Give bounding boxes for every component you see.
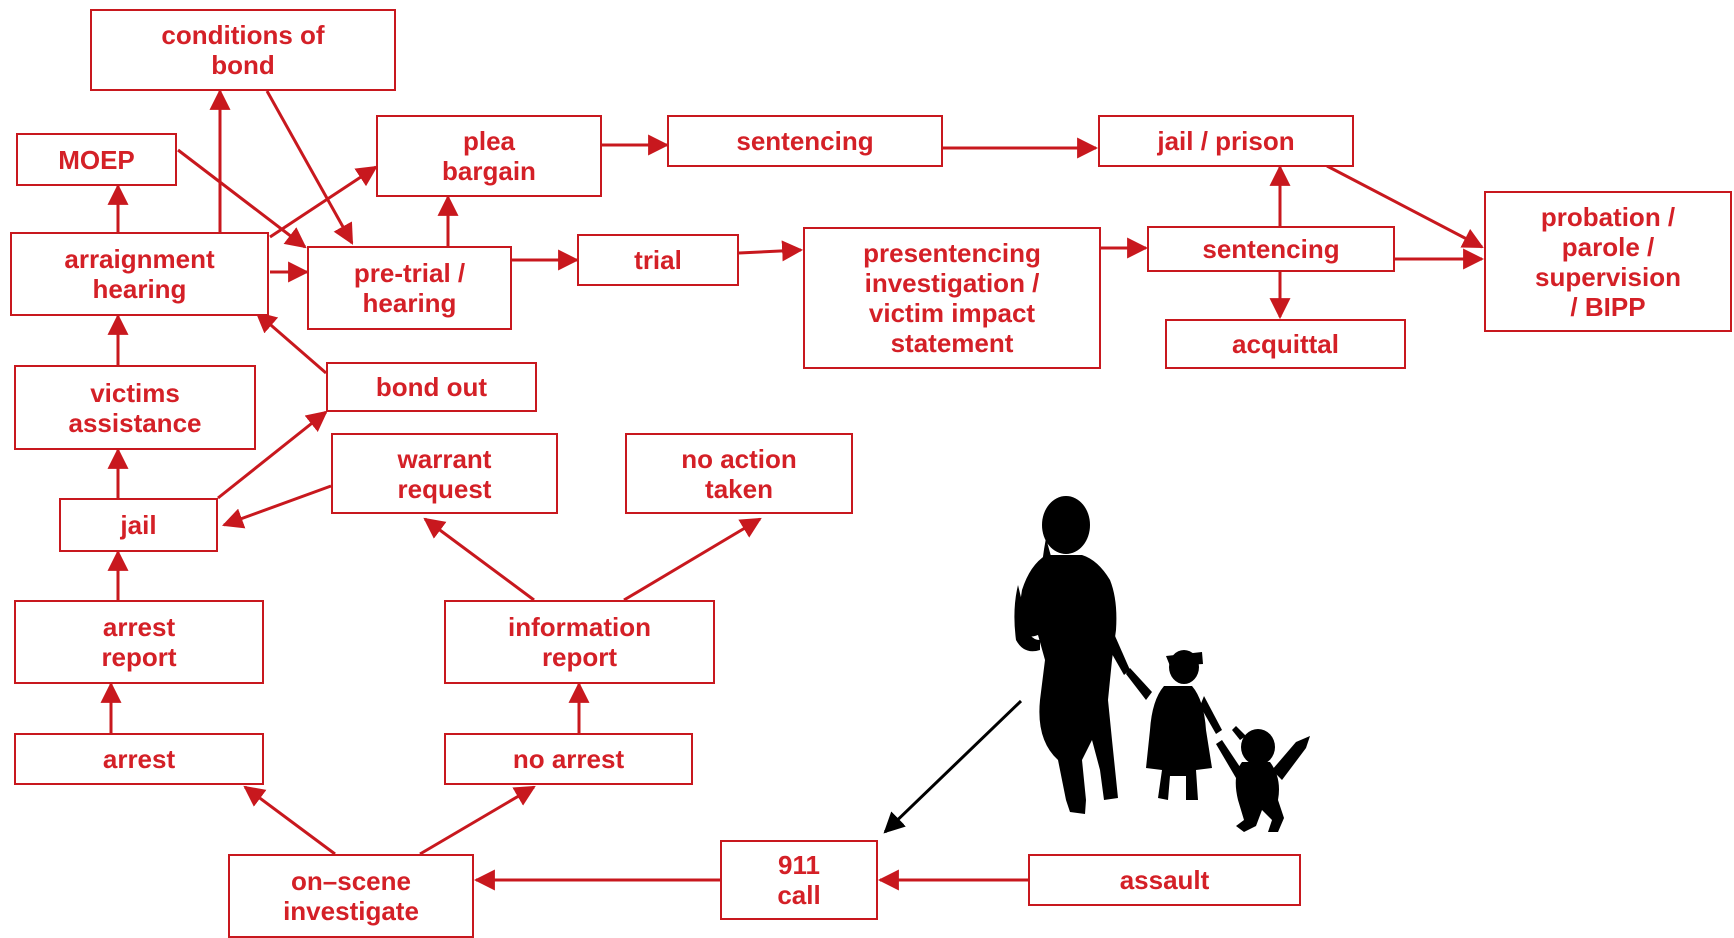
arrow-warrant-to-jail — [222, 484, 332, 529]
arrow-bondout-to-arraignment — [255, 311, 327, 375]
node-sentencing-mid: sentencing — [1147, 226, 1395, 272]
node-arrest-report: arrest report — [14, 600, 264, 684]
arrow-moep-to-pretrial — [177, 148, 307, 249]
node-jail-prison: jail / prison — [1098, 115, 1354, 167]
arrow-jail-to-bondout — [217, 410, 328, 500]
node-no-arrest: no arrest — [444, 733, 693, 785]
node-assault: assault — [1028, 854, 1301, 906]
arrow-onscene-to-noarrest — [419, 785, 536, 856]
node-trial: trial — [577, 234, 739, 286]
node-plea-bargain: plea bargain — [376, 115, 602, 197]
node-bond-out: bond out — [326, 362, 537, 412]
node-presentencing: presentencing investigation / victim imp… — [803, 227, 1101, 369]
arrow-inforeport-to-warrant — [423, 517, 535, 602]
arrow-jailprison-to-probation — [1326, 164, 1484, 249]
node-moep: MOEP — [16, 133, 177, 186]
node-warrant-request: warrant request — [331, 433, 558, 514]
family-silhouette-icon — [1014, 496, 1310, 832]
node-probation: probation / parole / supervision / BIPP — [1484, 191, 1732, 332]
node-jail: jail — [59, 498, 218, 552]
node-arraignment-hearing: arraignment hearing — [10, 232, 269, 316]
node-on-scene-investigate: on–scene investigate — [228, 854, 474, 938]
node-victims-assistance: victims assistance — [14, 365, 256, 450]
arrow-arraignment-to-plea — [269, 165, 378, 239]
node-no-action-taken: no action taken — [625, 433, 853, 514]
node-pre-trial-hearing: pre-trial / hearing — [307, 246, 512, 330]
node-arrest: arrest — [14, 733, 264, 785]
arrow-conditions-to-pretrial — [265, 90, 354, 245]
node-conditions-of-bond: conditions of bond — [90, 9, 396, 91]
node-911-call: 911 call — [720, 840, 878, 920]
node-acquittal: acquittal — [1165, 319, 1406, 369]
arrow-trial-to-presentencing — [738, 240, 804, 262]
arrow-inforeport-to-noaction — [623, 517, 762, 602]
pointer-arrow-to-911 — [883, 699, 1023, 834]
node-sentencing-top: sentencing — [667, 115, 943, 167]
node-information-report: information report — [444, 600, 715, 684]
arrow-onscene-to-arrest — [243, 785, 336, 856]
